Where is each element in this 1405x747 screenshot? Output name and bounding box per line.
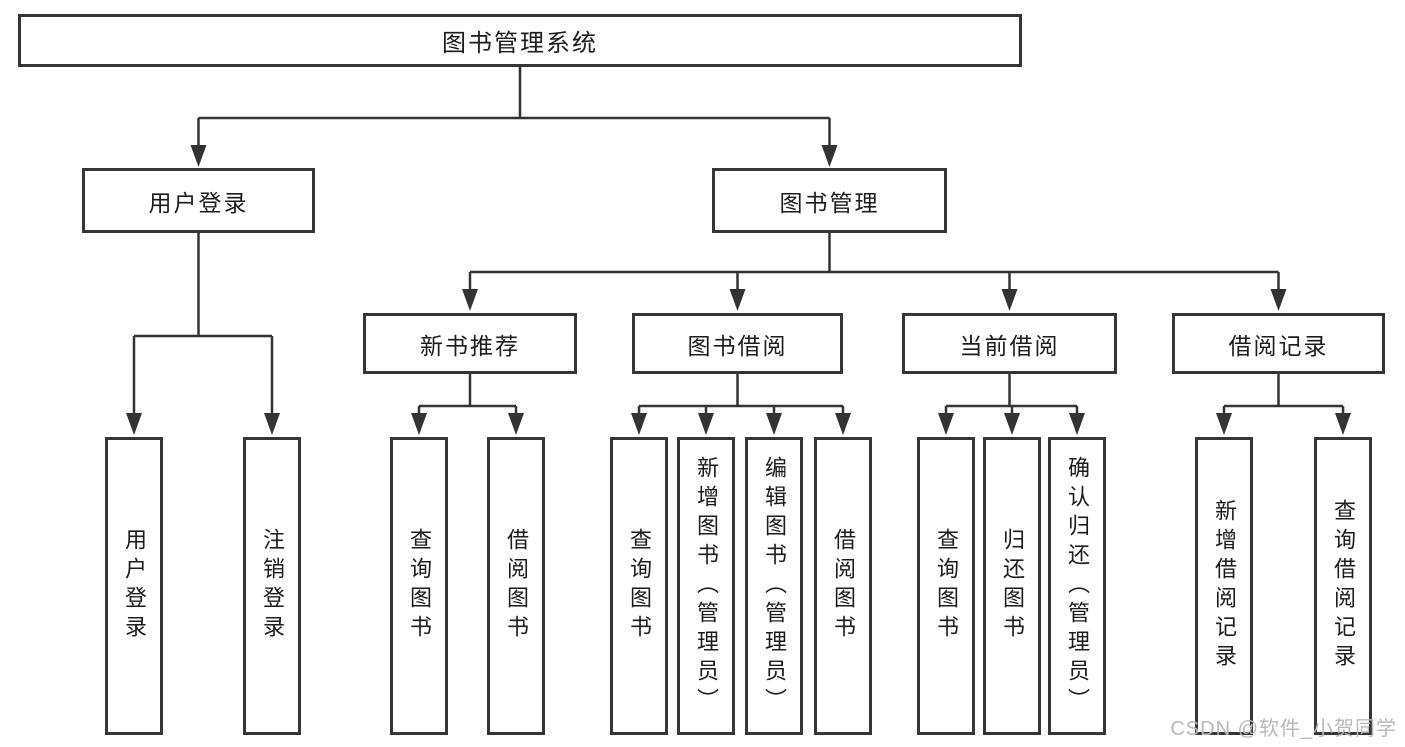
connector-segments [132,67,1345,415]
leaf-borrowing-query-books: 查询图书 [610,437,668,735]
node-root-label: 图书管理系统 [442,30,598,57]
leaf-current-confirm-return-admin-label: 确认归还（管理员） [1065,455,1090,717]
leaf-current-return-books: 归还图书 [983,437,1041,735]
leaf-records-add-record-label: 新增借阅记录 [1212,499,1237,673]
leaf-records-query-record: 查询借阅记录 [1314,437,1372,735]
leaf-recommend-borrow-books: 借阅图书 [487,437,545,735]
leaf-borrowing-borrow-books: 借阅图书 [814,437,872,735]
leaf-records-query-record-label: 查询借阅记录 [1331,499,1356,673]
node-user-login-label: 用户登录 [148,189,249,216]
leaf-records-add-record: 新增借阅记录 [1195,437,1253,735]
leaf-current-query-books: 查询图书 [917,437,975,735]
leaf-logout-label: 注销登录 [260,528,285,644]
node-current-borrowing-label: 当前借阅 [959,332,1060,359]
node-root: 图书管理系统 [18,14,1022,67]
node-current-borrowing: 当前借阅 [902,313,1117,374]
leaf-borrowing-add-books-admin-label: 新增图书（管理员） [694,455,719,717]
node-borrowing-records-label: 借阅记录 [1228,332,1329,359]
leaf-user-login: 用户登录 [105,437,163,735]
node-book-borrowing-label: 图书借阅 [687,332,788,359]
leaf-current-return-books-label: 归还图书 [1000,528,1025,644]
leaf-borrowing-query-books-label: 查询图书 [627,528,652,644]
node-book-borrowing: 图书借阅 [632,313,843,374]
node-book-management-label: 图书管理 [779,189,880,216]
leaf-recommend-borrow-books-label: 借阅图书 [504,528,529,644]
leaf-user-login-label: 用户登录 [122,528,147,644]
leaf-current-confirm-return-admin: 确认归还（管理员） [1048,437,1106,735]
leaf-borrowing-edit-books-admin-label: 编辑图书（管理员） [762,455,787,717]
leaf-borrowing-borrow-books-label: 借阅图书 [831,528,856,644]
csdn-watermark: CSDN @软件_小贺同学 [1170,718,1397,740]
leaf-borrowing-add-books-admin: 新增图书（管理员） [677,437,735,735]
leaf-recommend-query-books: 查询图书 [390,437,448,735]
node-borrowing-records: 借阅记录 [1172,313,1385,374]
node-new-book-recommend-label: 新书推荐 [420,332,520,359]
leaf-recommend-query-books-label: 查询图书 [407,528,432,644]
node-user-login: 用户登录 [82,168,315,233]
node-new-book-recommend: 新书推荐 [363,313,577,374]
node-book-management: 图书管理 [712,168,947,233]
arrowheads [126,145,1351,435]
leaf-logout: 注销登录 [243,437,301,735]
leaf-current-query-books-label: 查询图书 [934,528,959,644]
leaf-borrowing-edit-books-admin: 编辑图书（管理员） [745,437,803,735]
